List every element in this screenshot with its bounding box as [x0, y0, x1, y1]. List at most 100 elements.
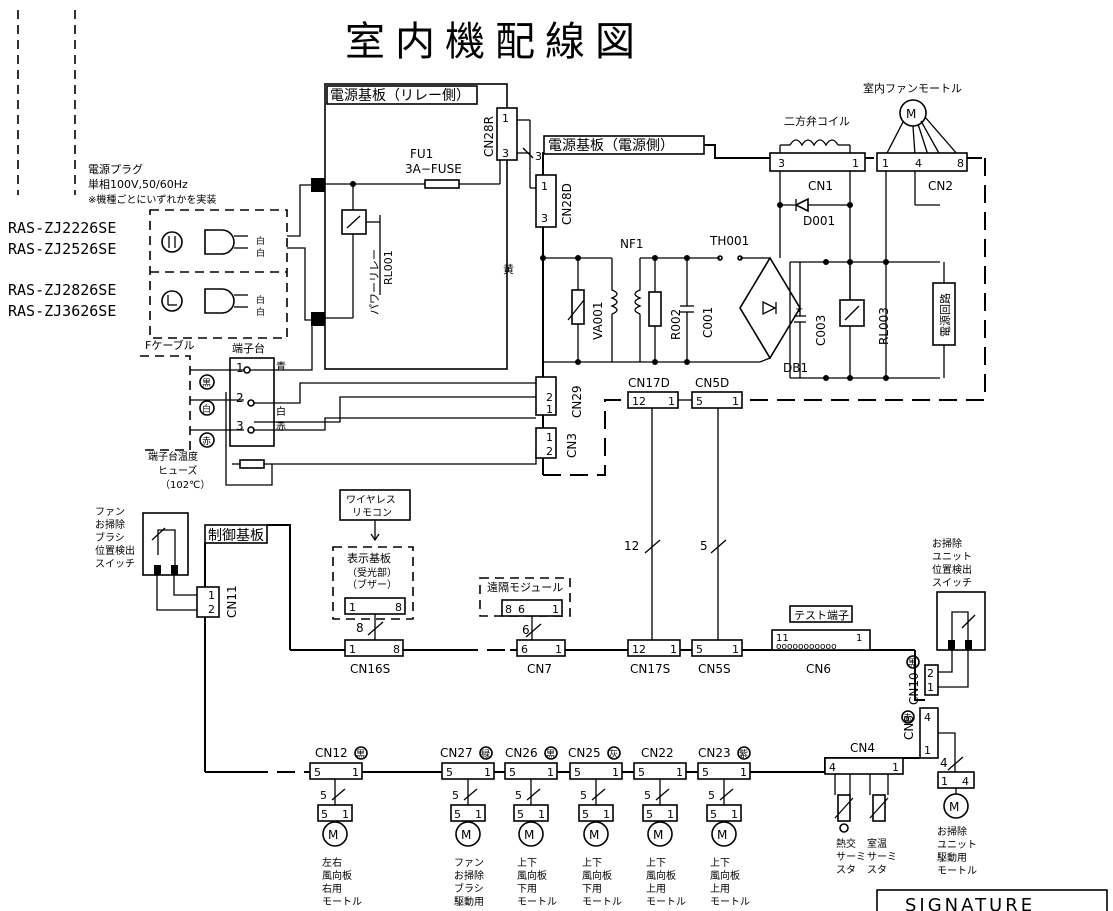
- svg-text:8: 8: [505, 603, 512, 616]
- svg-text:CN3: CN3: [565, 433, 579, 458]
- svg-text:風向板: 風向板: [322, 869, 352, 882]
- rl001-label: RL001: [382, 250, 395, 285]
- svg-text:3: 3: [236, 419, 244, 433]
- svg-text:3: 3: [778, 157, 785, 170]
- motor-cn26: CN26 黒 5 1 5 5 1 M 上下 風向板 下用 モートル: [504, 746, 558, 908]
- svg-text:5: 5: [644, 789, 651, 802]
- svg-text:6: 6: [518, 603, 525, 616]
- svg-text:スイッチ: スイッチ: [95, 558, 135, 570]
- svg-text:ブラシ: ブラシ: [95, 531, 125, 544]
- power-supply-circuit: NF1 TH001 VA001 R002 C001 DB1: [540, 234, 956, 381]
- svg-text:赤: 赤: [903, 713, 912, 724]
- svg-text:1: 1: [342, 808, 349, 821]
- svg-text:（ブザー）: （ブザー）: [347, 578, 397, 591]
- svg-text:CN12: CN12: [315, 746, 348, 760]
- svg-text:1: 1: [852, 157, 859, 170]
- svg-text:1: 1: [676, 766, 683, 779]
- svg-text:風向板: 風向板: [710, 869, 740, 882]
- svg-text:4: 4: [829, 761, 836, 774]
- svg-text:端子台: 端子台: [232, 341, 265, 355]
- svg-text:6: 6: [522, 623, 530, 637]
- svg-text:白: 白: [256, 306, 265, 318]
- svg-text:ooooooooooo: ooooooooooo: [776, 642, 837, 652]
- svg-text:紫: 紫: [739, 749, 748, 760]
- svg-text:3: 3: [502, 147, 509, 160]
- motor-icon: [647, 821, 673, 847]
- svg-text:表示基板: 表示基板: [347, 551, 391, 565]
- svg-text:ヒューズ: ヒューズ: [158, 464, 198, 477]
- svg-text:1: 1: [538, 808, 545, 821]
- motor-cn22: CN22 5 1 5 5 1 M 上下 風向板 上用 モートル: [633, 746, 687, 908]
- svg-text:1: 1: [668, 395, 675, 408]
- svg-text:右用: 右用: [322, 882, 342, 895]
- svg-text:1: 1: [552, 603, 559, 616]
- svg-text:CN17S: CN17S: [630, 662, 670, 676]
- svg-text:1: 1: [892, 761, 899, 774]
- svg-text:赤: 赤: [276, 421, 286, 433]
- svg-text:ユニット: ユニット: [932, 552, 972, 563]
- svg-text:5: 5: [638, 766, 645, 779]
- svg-text:駆動用: 駆動用: [454, 895, 484, 908]
- svg-text:5: 5: [696, 643, 703, 656]
- svg-text:M: M: [461, 828, 471, 842]
- svg-text:4: 4: [940, 756, 948, 770]
- svg-text:白: 白: [256, 247, 265, 259]
- svg-text:M: M: [589, 828, 599, 842]
- svg-text:遠隔モジュール: 遠隔モジュール: [487, 581, 563, 594]
- svg-text:赤: 赤: [202, 436, 211, 447]
- svg-text:CN5S: CN5S: [698, 662, 731, 676]
- svg-text:2: 2: [927, 667, 934, 680]
- svg-text:モートル: モートル: [517, 897, 557, 908]
- model-label: RAS-ZJ3626SE: [8, 302, 116, 320]
- connector-cn10: 2 1 CN10 黒: [906, 655, 939, 705]
- svg-text:上下: 上下: [582, 857, 602, 869]
- svg-text:1: 1: [732, 395, 739, 408]
- connector-cn11: 1 2 CN11: [196, 585, 239, 618]
- connector-cn3: 1 2 CN3: [535, 427, 579, 459]
- f-cable-label: Fケーブル: [145, 338, 195, 352]
- svg-text:モートル: モートル: [937, 866, 977, 877]
- connector-cn5s: 5 1 CN5S: [691, 639, 743, 676]
- motor-icon: [455, 821, 481, 847]
- svg-text:1: 1: [670, 643, 677, 656]
- unit-position-switch: お掃除 ユニット 位置検出 スイッチ: [932, 537, 986, 688]
- diode-d001: [794, 197, 809, 213]
- svg-text:2: 2: [208, 603, 215, 616]
- svg-text:1: 1: [502, 112, 509, 125]
- svg-text:上下: 上下: [710, 857, 730, 869]
- svg-text:風向板: 風向板: [582, 869, 612, 882]
- svg-text:CN1: CN1: [808, 179, 833, 193]
- svg-text:M: M: [524, 828, 534, 842]
- svg-text:CN29: CN29: [570, 385, 584, 418]
- svg-text:ブラシ: ブラシ: [454, 882, 484, 895]
- svg-text:2: 2: [546, 445, 553, 458]
- motor-icon: [943, 793, 969, 819]
- model-label: RAS-ZJ2826SE: [8, 281, 116, 299]
- connector-cn8: 4 1 CN8 赤 4 1 4 M お掃除 ユニット 駆動用 モートル: [901, 707, 977, 877]
- svg-text:5: 5: [452, 789, 459, 802]
- svg-text:2: 2: [236, 391, 244, 405]
- connector-cn4: CN4 4 1 熱交 サーミ スタ 室温 サーミ スタ: [824, 741, 920, 876]
- svg-text:1: 1: [555, 643, 562, 656]
- svg-text:5: 5: [708, 789, 715, 802]
- svg-text:CN4: CN4: [850, 741, 875, 755]
- svg-text:12: 12: [632, 643, 646, 656]
- connector-cn29: 2 1 CN29: [535, 376, 584, 418]
- svg-text:位置検出: 位置検出: [95, 544, 135, 557]
- plug-terminal: [311, 312, 325, 326]
- svg-text:黒: 黒: [546, 749, 555, 760]
- svg-text:青: 青: [276, 360, 286, 373]
- svg-text:M: M: [949, 800, 959, 814]
- svg-text:モートル: モートル: [646, 897, 686, 908]
- svg-text:5: 5: [314, 766, 321, 779]
- valve-coil-symbol: [789, 139, 839, 147]
- svg-text:1: 1: [352, 766, 359, 779]
- connector-cn6: テスト端子 11 1 ooooooooooo CN6: [771, 605, 871, 676]
- svg-text:1: 1: [484, 766, 491, 779]
- svg-text:DB1: DB1: [783, 361, 808, 375]
- svg-text:（102℃）: （102℃）: [160, 479, 210, 491]
- svg-text:ユニット: ユニット: [937, 840, 977, 851]
- svg-text:5: 5: [454, 808, 461, 821]
- connector-cn5d: CN5D 5 1: [691, 376, 743, 409]
